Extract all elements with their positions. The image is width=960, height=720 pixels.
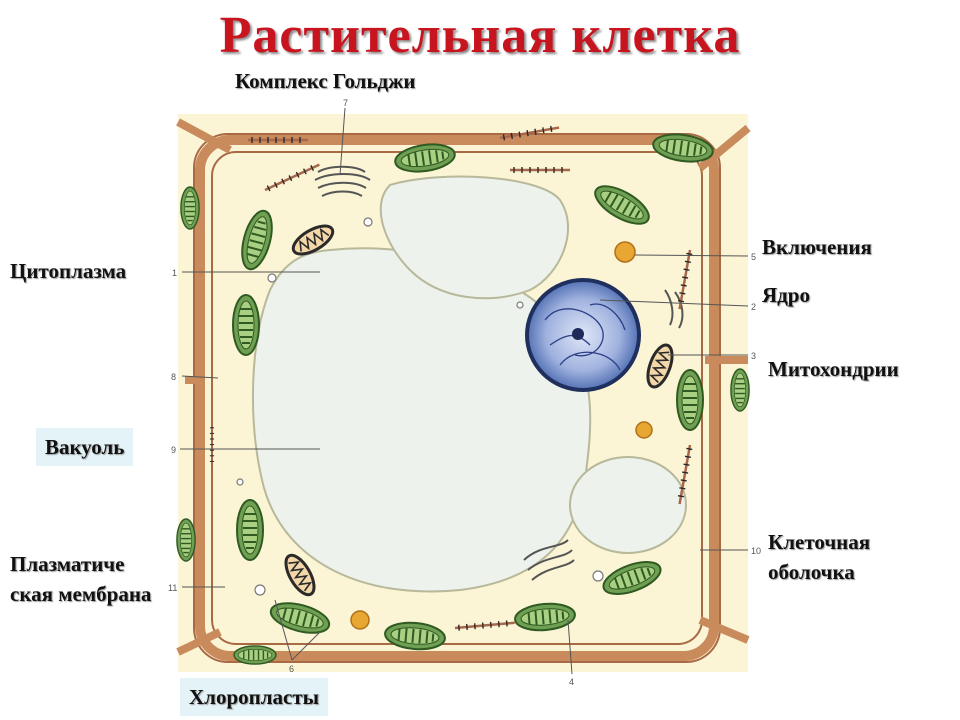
cell-wall [195, 135, 719, 661]
upper-vacuole [379, 175, 570, 300]
leader-lines [180, 107, 749, 675]
number-11: 11 [168, 583, 177, 593]
diagram-title: Растительная клетка [219, 7, 741, 64]
label-plasma-membrane: Плазматиче ская мембрана [10, 552, 152, 607]
label-cell-wall: Клеточная оболочка [768, 530, 871, 585]
leader-numbers: 7 1 8 9 11 6 5 2 3 10 4 [168, 98, 761, 687]
number-1: 1 [172, 268, 177, 278]
number-5: 5 [751, 252, 756, 262]
label-inclusions: Включения [762, 235, 872, 259]
number-10: 10 [751, 546, 761, 556]
number-9: 9 [171, 445, 176, 455]
inclusions [350, 241, 653, 630]
label-golgi: Комплекс Гольджи [235, 69, 416, 93]
number-3: 3 [751, 351, 756, 361]
number-4: 4 [569, 677, 574, 687]
golgi-apparatus [314, 165, 684, 581]
label-vacuole: Вакуоль [36, 428, 134, 467]
number-2: 2 [751, 302, 756, 312]
number-8: 8 [171, 372, 176, 382]
label-nucleus: Ядро [762, 283, 810, 307]
small-vacuole [569, 456, 687, 554]
number-6: 6 [289, 664, 294, 674]
label-cytoplasm: Цитоплазма [10, 259, 127, 283]
label-mitochondria: Митохондрии [768, 357, 899, 381]
nucleolus [572, 328, 584, 340]
neighbor-walls [176, 118, 751, 656]
nucleus [525, 278, 641, 392]
cell-wall-outer-line [193, 133, 721, 663]
number-7: 7 [343, 98, 348, 108]
label-chloroplasts: Хлоропласты [180, 678, 329, 717]
small-granules [236, 217, 604, 596]
